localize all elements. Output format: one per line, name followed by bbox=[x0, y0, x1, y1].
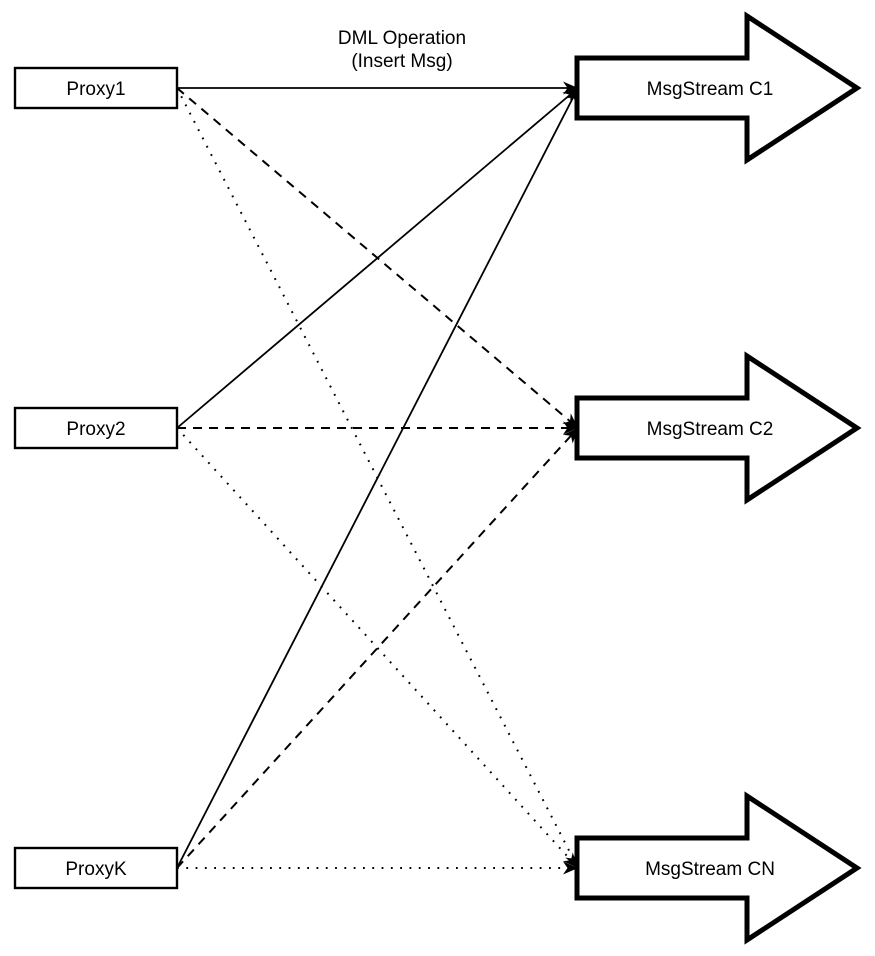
block-arrow-shape-cn bbox=[574, 791, 862, 945]
msgstream-node-cn: MsgStream CN bbox=[574, 791, 862, 945]
block-arrow-shape-c1 bbox=[574, 11, 862, 165]
edge-layer bbox=[176, 81, 579, 875]
proxy-node-proxy1: Proxy1 bbox=[13, 66, 179, 110]
proxy-box-shape-proxyk bbox=[13, 846, 179, 890]
proxy-label-proxyk: ProxyK bbox=[65, 859, 127, 880]
edge-proxy2-to-cn bbox=[176, 427, 579, 869]
diagram-title: DML Operation (Insert Msg) bbox=[338, 28, 466, 72]
msgstream-node-c1: MsgStream C1 bbox=[574, 11, 862, 165]
msgstream-node-c2: MsgStream C2 bbox=[574, 351, 862, 505]
proxy-node-proxyk: ProxyK bbox=[13, 846, 179, 890]
proxy-label-proxy2: Proxy2 bbox=[66, 419, 125, 440]
edge-proxy2-to-c1 bbox=[176, 87, 579, 429]
title-line-2: (Insert Msg) bbox=[351, 51, 452, 72]
proxy-box-shape-proxy2 bbox=[13, 406, 179, 450]
msgstream-label-c1: MsgStream C1 bbox=[647, 79, 774, 100]
proxy-label-proxy1: Proxy1 bbox=[66, 79, 125, 100]
proxy-box-shape-proxy1 bbox=[13, 66, 179, 110]
msgstream-layer: MsgStream C1 MsgStream C2 MsgStream CN bbox=[574, 11, 862, 945]
msgstream-label-c2: MsgStream C2 bbox=[647, 419, 774, 440]
msgstream-label-cn: MsgStream CN bbox=[645, 859, 775, 880]
block-arrow-shape-c2 bbox=[574, 351, 862, 505]
title-line-1: DML Operation bbox=[338, 28, 466, 49]
edge-proxyk-to-c1 bbox=[176, 87, 579, 869]
edge-proxyk-to-c2 bbox=[176, 427, 579, 869]
proxy-node-proxy2: Proxy2 bbox=[13, 406, 179, 450]
